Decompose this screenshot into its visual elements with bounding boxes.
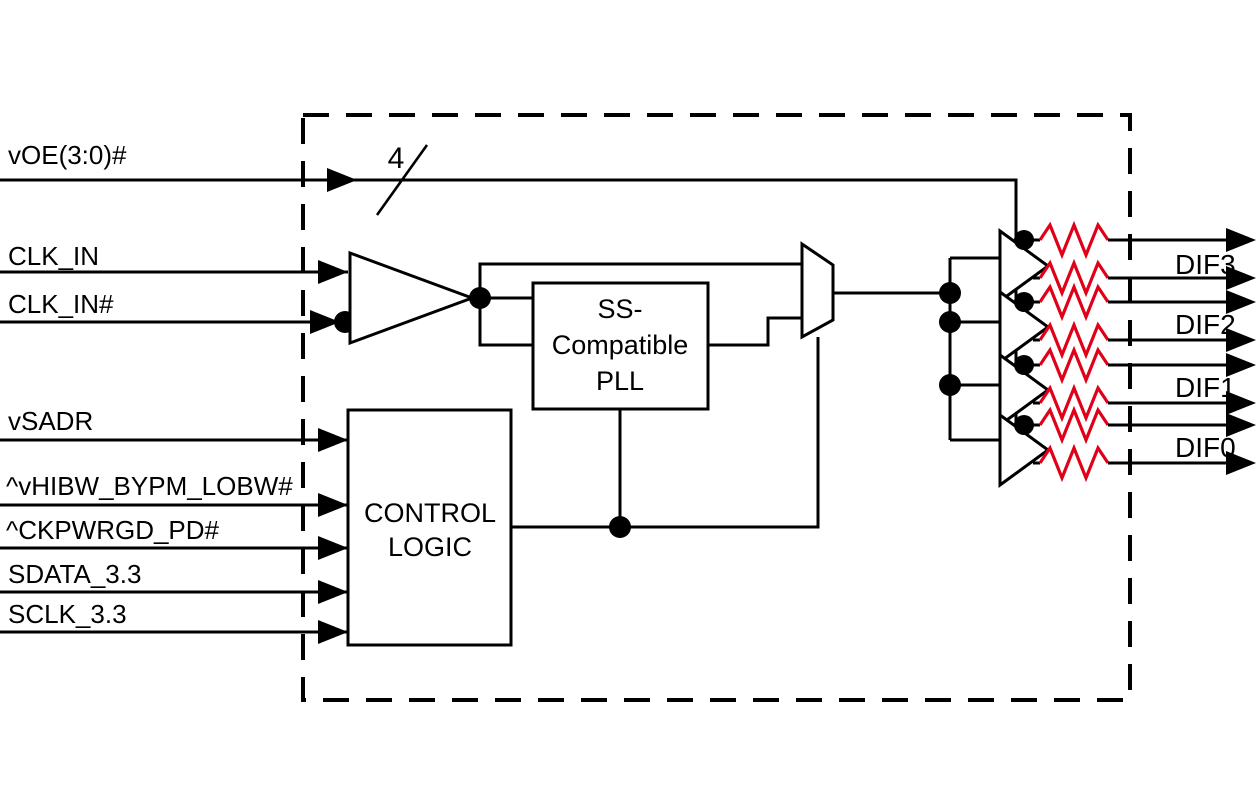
arrow-sclk: [318, 620, 348, 644]
input-label-sclk: SCLK_3.3: [8, 599, 127, 629]
junction-dot-control-pll: [609, 516, 631, 538]
wire-sdata: [0, 580, 348, 604]
arrow-voe-into-device: [327, 168, 357, 192]
series-resistor-dif0-n: [1038, 443, 1110, 483]
output-label-dif2: DIF2: [1175, 309, 1236, 340]
arrow-dif2-p: [1226, 290, 1256, 314]
wire-ckpwrgd: [0, 536, 348, 560]
series-resistor-dif3-p: [1038, 220, 1110, 260]
differential-input-buffer: [348, 250, 477, 346]
arrow-dif2-n: [1226, 328, 1256, 352]
output-label-dif3: DIF3: [1175, 249, 1236, 280]
arrow-sdata: [318, 580, 348, 604]
output-pair-dif3: [1038, 220, 1256, 298]
wire-sclk: [0, 620, 348, 644]
pll-block-label-line3: PLL: [596, 366, 644, 396]
arrow-dif0-n: [1226, 451, 1256, 475]
output-label-dif1: DIF1: [1175, 372, 1236, 403]
arrow-clk-in-n: [310, 310, 340, 334]
input-label-ckpwrgd: ^CKPWRGD_PD#: [6, 515, 220, 545]
output-buffer-dif0: [998, 412, 1051, 488]
input-label-hibw: ^vHIBW_BYPM_LOBW#: [6, 471, 293, 501]
output-buffer-dif3: [998, 228, 1051, 304]
wire-pll-to-mux: [708, 316, 802, 347]
input-label-sdata: SDATA_3.3: [8, 559, 141, 589]
arrow-dif3-n: [1226, 266, 1256, 290]
arrow-dif3-p: [1226, 228, 1256, 252]
junction-dot-trunk-3: [939, 374, 961, 396]
pll-block-label-line1: SS-: [597, 294, 642, 324]
wire-clk-in: [0, 260, 348, 284]
control-logic-label-line1: CONTROL: [364, 498, 496, 528]
clock-distribution-trunk: [939, 256, 1000, 442]
arrow-dif1-p: [1226, 353, 1256, 377]
arrow-vsadr: [318, 428, 348, 452]
arrow-ckpwrgd: [318, 536, 348, 560]
series-resistor-dif2-p: [1038, 282, 1110, 322]
output-pair-dif1: [1038, 345, 1256, 423]
control-logic-block: [346, 408, 513, 647]
input-label-voe: vOE(3:0)#: [8, 140, 127, 170]
bus-width-marker-4: 4: [375, 142, 429, 216]
series-resistor-dif0-p: [1038, 405, 1110, 445]
control-logic-label-line2: LOGIC: [388, 532, 472, 562]
input-label-vsadr: vSADR: [8, 406, 93, 436]
clock-select-mux: [800, 241, 835, 340]
arrow-clk-in: [318, 260, 348, 284]
output-buffer-dif1: [998, 352, 1051, 428]
output-pair-dif0: [1038, 405, 1256, 483]
junction-dot-trunk-1: [939, 282, 961, 304]
input-label-clk-in: CLK_IN: [8, 241, 99, 271]
output-pair-dif2: [1038, 282, 1256, 360]
wire-hibw: [0, 493, 348, 517]
junction-dot-trunk-2: [939, 311, 961, 333]
pll-block: [531, 281, 710, 411]
wire-buffer-fanout: [478, 262, 802, 347]
device-boundary-dashed-box: [301, 113, 1132, 702]
output-label-dif0: DIF0: [1175, 432, 1236, 463]
series-resistor-dif2-n: [1038, 320, 1110, 360]
series-resistor-dif1-p: [1038, 345, 1110, 385]
arrow-hibw: [318, 493, 348, 517]
arrow-dif1-n: [1226, 391, 1256, 415]
output-buffer-dif2: [998, 289, 1051, 365]
input-label-clk-in-n: CLK_IN#: [8, 289, 114, 319]
series-resistor-dif3-n: [1038, 258, 1110, 298]
bus-width-label: 4: [388, 142, 405, 175]
pll-block-label-line2: Compatible: [552, 330, 689, 360]
arrow-dif0-p: [1226, 413, 1256, 437]
wire-vsadr: [0, 428, 348, 452]
series-resistor-dif1-n: [1038, 383, 1110, 423]
